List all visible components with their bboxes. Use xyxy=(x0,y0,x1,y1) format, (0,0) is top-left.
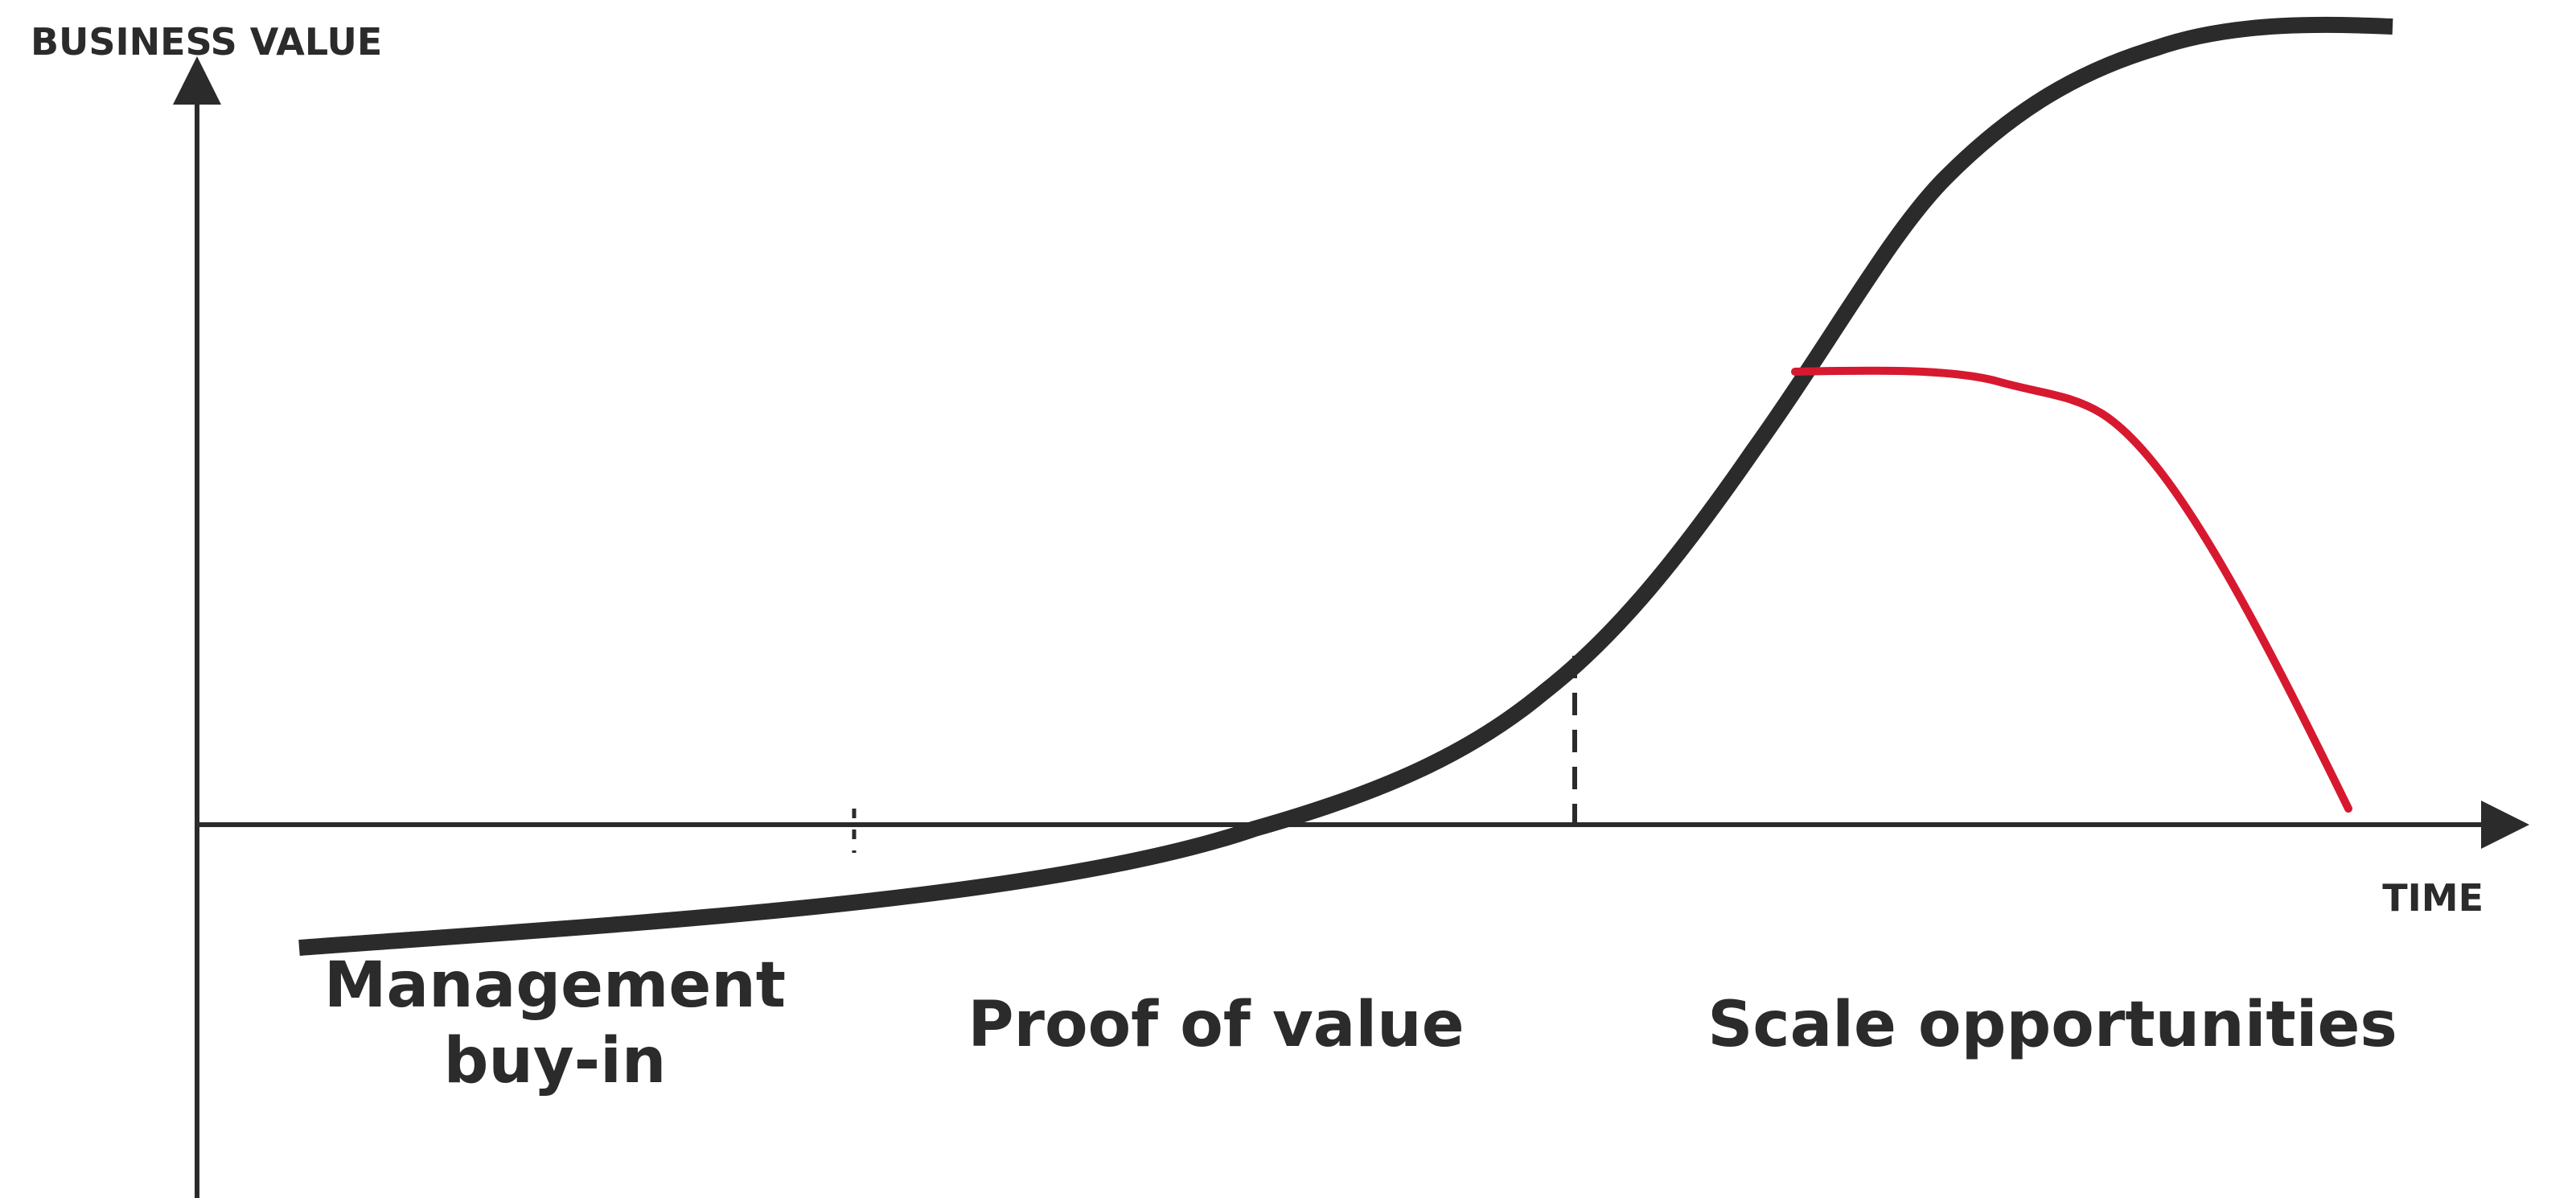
phase-label-scale-opportunities: Scale opportunities xyxy=(1707,989,2397,1061)
phase-label-proof-of-value: Proof of value xyxy=(968,989,1464,1061)
decline-curve xyxy=(1791,366,2352,813)
main-value-curve xyxy=(298,16,2393,956)
y-axis-title: BUSINESS VALUE xyxy=(31,20,382,64)
phase-label-management: Management xyxy=(324,949,786,1022)
x-axis-title: TIME xyxy=(2382,876,2484,920)
phase-label-buy-in: buy-in xyxy=(444,1025,667,1097)
